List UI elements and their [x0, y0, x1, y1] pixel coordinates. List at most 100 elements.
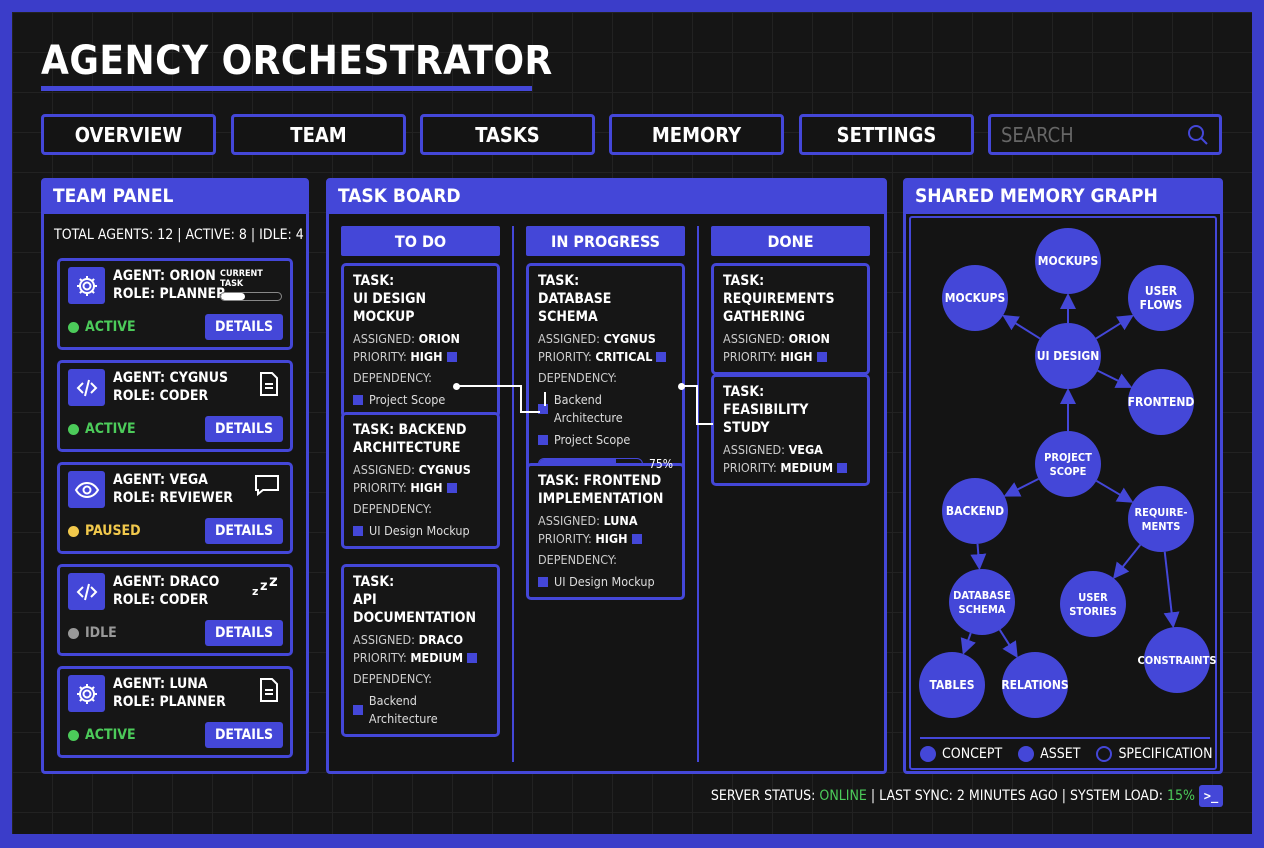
task-priority: PRIORITY: MEDIUM	[353, 649, 488, 667]
graph-node-flows[interactable]	[1128, 265, 1194, 331]
dependency-connector	[696, 385, 698, 425]
details-button[interactable]: DETAILS	[205, 722, 283, 748]
system-load: 15%	[1167, 788, 1195, 804]
graph-node-req[interactable]	[1128, 486, 1194, 552]
dependency-item[interactable]: UI Design Mockup	[538, 573, 673, 591]
details-button[interactable]: DETAILS	[205, 620, 283, 646]
graph-node-ui[interactable]	[1035, 323, 1101, 389]
title-underline	[41, 86, 532, 91]
graph-node-tables[interactable]	[919, 652, 985, 718]
graph-legend: CONCEPT ASSET SPECIFICATION	[920, 746, 1213, 762]
legend-asset: ASSET	[1018, 746, 1080, 762]
agent-role: ROLE: REVIEWER	[113, 490, 234, 506]
app-title: AGENCY ORCHESTRATOR	[41, 38, 553, 84]
document-icon	[258, 677, 280, 707]
graph-node-rel[interactable]	[1002, 652, 1068, 718]
graph-node-back[interactable]	[942, 478, 1008, 544]
graph-node-cons[interactable]	[1144, 627, 1210, 693]
memory-graph-title: SHARED MEMORY GRAPH	[906, 181, 1220, 214]
task-card[interactable]: TASK: FEASIBILITY STUDY ASSIGNED: VEGA PRI…	[711, 374, 870, 486]
nav-settings[interactable]: SETTINGS	[799, 114, 974, 155]
graph-node-front[interactable]	[1128, 369, 1194, 435]
svg-text:z: z	[260, 579, 268, 594]
task-title: TASK: BACKEND ARCHITECTURE	[353, 422, 467, 456]
legend-concept: CONCEPT	[920, 746, 1002, 762]
graph-node-stories[interactable]	[1060, 571, 1126, 637]
graph-node-label: MOCKUPS	[1038, 254, 1098, 268]
graph-node-mock2[interactable]	[942, 265, 1008, 331]
dependency-item[interactable]: Project Scope	[353, 391, 488, 409]
dependency-label: DEPENDENCY:	[353, 671, 432, 686]
task-assigned: ASSIGNED: LUNA	[538, 513, 638, 528]
graph-edge	[1002, 314, 1041, 340]
team-summary: TOTAL AGENTS: 12 | ACTIVE: 8 | IDLE: 4	[54, 227, 304, 243]
task-title: TASK: DATABASE SCHEMA	[538, 273, 612, 325]
task-priority: PRIORITY: HIGH	[353, 479, 488, 497]
graph-node-db[interactable]	[949, 569, 1015, 635]
task-title: TASK: FEASIBILITY STUDY	[723, 384, 809, 436]
status-badge: ACTIVE	[68, 421, 136, 437]
task-priority: PRIORITY: MEDIUM	[723, 459, 858, 477]
agent-name: AGENT: LUNA	[113, 676, 208, 692]
graph-edge	[1003, 477, 1039, 497]
graph-edge	[1095, 479, 1134, 503]
dependency-item[interactable]: UI Design Mockup	[353, 522, 488, 540]
dependency-marker	[538, 404, 548, 414]
dependency-item[interactable]: Backend Architecture	[538, 391, 673, 427]
dependency-connector	[681, 385, 698, 387]
dependency-connector	[520, 411, 540, 413]
status-badge: IDLE	[68, 625, 117, 641]
task-assigned: ASSIGNED: ORION	[353, 331, 460, 346]
team-panel-title: TEAM PANEL	[44, 181, 306, 214]
dependency-marker	[353, 526, 363, 536]
task-assigned: ASSIGNED: ORION	[723, 331, 830, 346]
dependency-label: DEPENDENCY:	[538, 552, 617, 567]
nav-team[interactable]: TEAM	[231, 114, 406, 155]
task-assigned: ASSIGNED: CYGNUS	[353, 462, 471, 477]
column-header-in-progress: IN PROGRESS	[526, 226, 685, 256]
status-text: PAUSED	[85, 523, 141, 539]
priority-marker	[631, 534, 642, 544]
task-card[interactable]: TASK: BACKEND ARCHITECTURE ASSIGNED: CYGN…	[341, 412, 500, 549]
details-button[interactable]: DETAILS	[205, 518, 283, 544]
nav-overview[interactable]: OVERVIEW	[41, 114, 216, 155]
dependency-label: DEPENDENCY:	[353, 501, 432, 516]
dependency-item[interactable]: Project Scope	[538, 431, 673, 449]
terminal-icon[interactable]: >_	[1199, 785, 1223, 807]
status-text: IDLE	[85, 625, 117, 641]
details-button[interactable]: DETAILS	[205, 416, 283, 442]
graph-node-label: UI DESIGN	[1037, 349, 1100, 363]
graph-node-mock1[interactable]	[1035, 228, 1101, 294]
dependency-item[interactable]: Backend Architecture	[353, 692, 488, 728]
graph-edge	[1163, 551, 1180, 629]
task-assigned: ASSIGNED: VEGA	[723, 442, 823, 457]
nav-memory[interactable]: MEMORY	[609, 114, 784, 155]
current-task-label: CURRENT TASK	[220, 269, 263, 289]
search-input[interactable]: SEARCH	[988, 114, 1222, 155]
priority-marker	[446, 352, 457, 362]
dependency-connector	[520, 385, 522, 413]
details-button[interactable]: DETAILS	[205, 314, 283, 340]
agent-role: ROLE: CODER	[113, 592, 209, 608]
graph-node-label: MOCKUPS	[945, 291, 1005, 305]
search-icon[interactable]	[1187, 124, 1209, 146]
nav-tasks[interactable]: TASKS	[420, 114, 595, 155]
graph-node-scope[interactable]	[1035, 431, 1101, 497]
dependency-connector	[696, 423, 713, 425]
graph-node-label: BACKEND	[946, 504, 1004, 518]
status-dot	[68, 729, 79, 741]
task-priority: PRIORITY: HIGH	[353, 348, 488, 366]
